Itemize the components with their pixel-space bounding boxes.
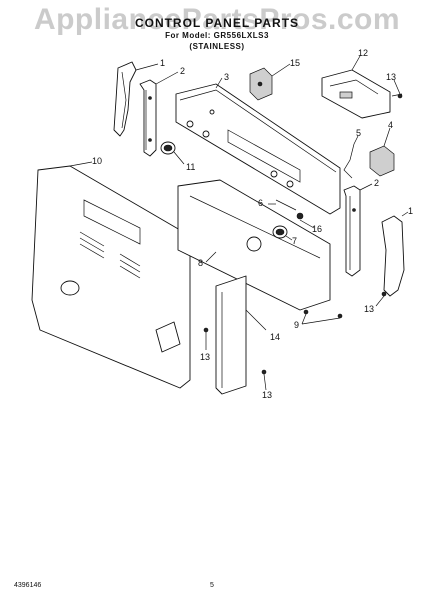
callout-label: 10 — [92, 156, 102, 166]
callout-label: 13 — [386, 72, 396, 82]
callout-label: 12 — [358, 48, 368, 58]
part-knob-right — [272, 225, 288, 239]
callout-label: 13 — [200, 352, 210, 362]
callout-leaders — [69, 55, 409, 391]
page-title: CONTROL PANEL PARTS — [134, 16, 300, 30]
part-end-cap-left — [113, 61, 137, 137]
part-knob-left — [160, 141, 176, 155]
callout-label: 14 — [270, 332, 280, 342]
part-bezel — [296, 212, 304, 220]
part-switch — [249, 67, 273, 101]
callout-label: 4 — [388, 120, 393, 130]
callout-label: 1 — [408, 206, 413, 216]
callout-label: 15 — [290, 58, 300, 68]
part-frame — [177, 179, 331, 311]
callout-label: 6 — [258, 198, 263, 208]
part-control-panel — [175, 83, 341, 215]
part-rear-panel — [31, 165, 191, 389]
part-bracket-left — [139, 79, 157, 157]
part-screw-top-right — [391, 93, 403, 99]
callout-label: 2 — [180, 66, 185, 76]
callout-label: 1 — [160, 58, 165, 68]
callout-label: 11 — [186, 162, 195, 172]
callout-label: 16 — [312, 224, 322, 234]
part-screw-lower — [203, 327, 267, 375]
callout-label: 9 — [294, 320, 299, 330]
watermark: AppliancePartsPros.com — [33, 3, 401, 36]
finish-label: (STAINLESS) — [189, 42, 245, 51]
page-number: 5 — [210, 582, 214, 589]
callout-label: 5 — [356, 128, 361, 138]
callout-label: 7 — [292, 236, 297, 246]
callout-label: 2 — [374, 178, 379, 188]
part-vent — [215, 275, 247, 395]
callout-label: 13 — [262, 390, 272, 400]
callout-numbers: 1 2 3 15 12 13 4 5 11 10 2 6 16 7 8 1 13… — [92, 48, 413, 400]
part-clip — [275, 199, 297, 211]
part-infinite-switch — [369, 145, 395, 177]
document-number: 4396146 — [14, 582, 42, 589]
part-screw-bottom — [303, 309, 343, 319]
callout-label: 8 — [198, 258, 203, 268]
part-wire — [343, 143, 355, 179]
part-bracket-right — [343, 185, 361, 277]
model-number: For Model: GR556LXLS3 — [165, 31, 269, 40]
part-end-cap-right — [381, 215, 405, 297]
part-screw-right — [381, 291, 387, 297]
callout-label: 13 — [364, 304, 374, 314]
part-control-board — [321, 69, 391, 119]
callout-label: 3 — [224, 72, 229, 82]
